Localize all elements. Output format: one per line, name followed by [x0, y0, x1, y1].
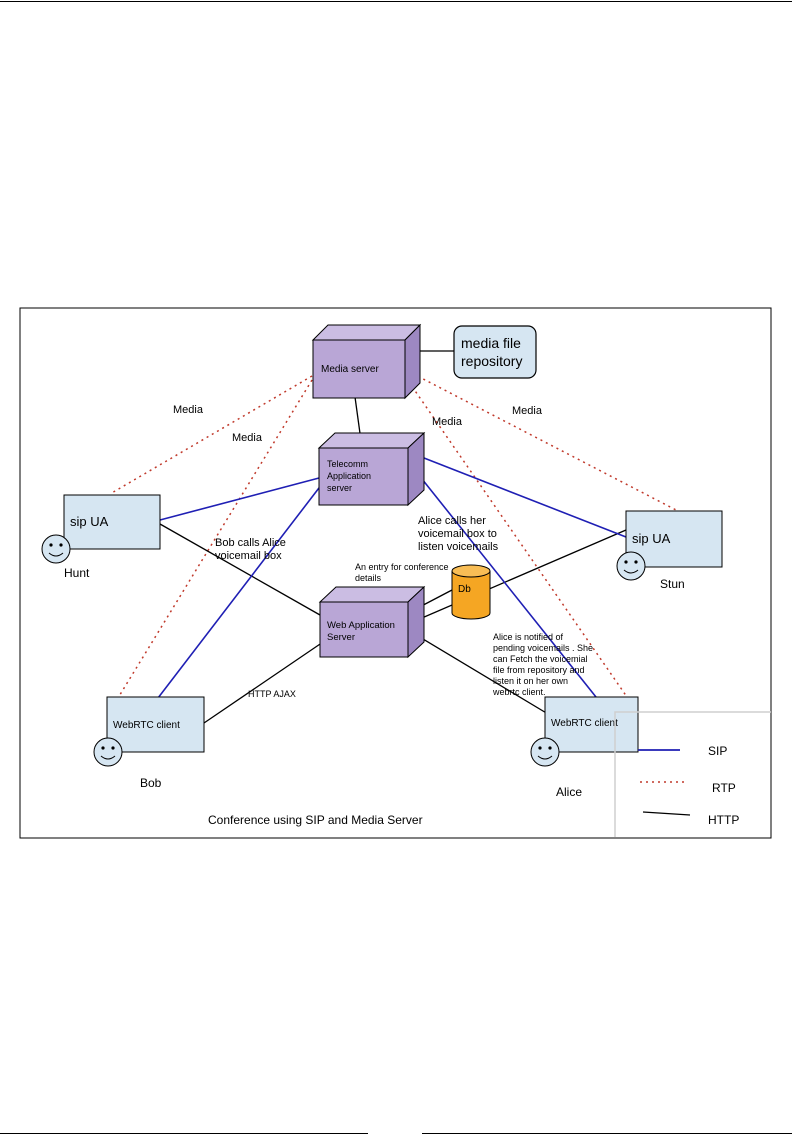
diagram-caption: Conference using SIP and Media Server: [208, 813, 423, 827]
legend: SIP RTP HTTP: [614, 711, 771, 837]
annotation-alice-calls-3: listen voicemails: [418, 541, 499, 553]
person-hunt: Hunt: [64, 566, 90, 580]
webrtc-left-node: WebRTC client: [106, 696, 205, 753]
webrtc-right-label: WebRTC client: [551, 718, 618, 729]
annotation-bob-calls-2: voicemail box: [215, 550, 282, 562]
media-server-label: Media server: [321, 364, 379, 375]
edge-label-media-4: Media: [512, 405, 543, 417]
http-link-stun-webapp: [407, 529, 627, 625]
sip-link-telecomm-stun: [423, 457, 627, 538]
telecomm-label-2: Application: [327, 471, 371, 481]
annotation-notified-4: file from repository and: [493, 665, 585, 675]
web-app-label-2: Server: [327, 632, 355, 643]
legend-http-label: HTTP: [708, 813, 739, 827]
diagram-frame: [19, 307, 772, 839]
sip-ua-left-node: sip UA: [63, 494, 161, 550]
footer-rule-left: [0, 1133, 368, 1134]
sip-ua-right-label: sip UA: [632, 531, 671, 546]
annotation-notified-5: listen it on her own: [493, 676, 568, 686]
web-app-label-1: Web Application: [327, 620, 395, 631]
footer-rule-right: [422, 1133, 792, 1134]
smiley-alice-icon: [530, 737, 560, 767]
person-stun: Stun: [660, 577, 685, 591]
http-link-hunt-webapp: [159, 523, 321, 616]
database-node: Db: [451, 564, 491, 620]
media-repository-node: media file repository: [453, 325, 537, 379]
edge-label-http-ajax: HTTP AJAX: [248, 689, 296, 699]
rtp-link-media-hunt: [109, 375, 313, 495]
http-link-alice-webapp: [407, 629, 559, 721]
web-app-server-node: Web Application Server: [318, 585, 426, 659]
edge-label-media-3: Media: [432, 416, 463, 428]
annotation-alice-calls-1: Alice calls her: [418, 515, 486, 527]
person-alice: Alice: [556, 785, 582, 799]
annotation-notified-2: pending voicemails . She: [493, 643, 593, 653]
sip-ua-left-label: sip UA: [70, 514, 109, 529]
legend-sip-label: SIP: [708, 744, 727, 758]
annotation-entry-2: details: [355, 573, 382, 583]
smiley-bob-icon: [93, 737, 123, 767]
smiley-stun-icon: [616, 551, 646, 581]
media-server-node: Media server: [311, 323, 422, 400]
edge-label-media-2: Media: [232, 432, 263, 444]
webrtc-right-node: WebRTC client: [544, 696, 639, 753]
media-repository-label-2: repository: [461, 353, 522, 369]
sip-links: [157, 457, 680, 751]
annotation-notified-3: can Fetch the voicemial: [493, 654, 588, 664]
telecomm-server-node: Telecomm Application server: [317, 431, 426, 507]
edge-label-media-1: Media: [173, 404, 204, 416]
person-bob: Bob: [140, 776, 162, 790]
legend-rtp-label: RTP: [712, 781, 736, 795]
sip-link-hunt-telecomm: [159, 477, 320, 521]
telecomm-label-1: Telecomm: [327, 459, 368, 469]
rtp-link-media-stun: [401, 367, 679, 512]
annotation-alice-calls-2: voicemail box to: [418, 528, 497, 540]
media-repository-label-1: media file: [461, 335, 521, 351]
http-link-bob-webapp: [203, 639, 327, 724]
database-label: Db: [458, 584, 471, 595]
rtp-link-media-bob: [117, 379, 313, 699]
annotation-notified-1: Alice is notified of: [493, 632, 564, 642]
telecomm-label-3: server: [327, 483, 352, 493]
sip-link-telecomm-alice: [417, 473, 597, 698]
rtp-links: [109, 367, 679, 699]
smiley-hunt-icon: [41, 534, 71, 564]
webrtc-left-label: WebRTC client: [113, 720, 180, 731]
annotation-notified-6: webrtc client.: [492, 687, 546, 697]
annotation-entry-1: An entry for conference: [355, 562, 449, 572]
sip-link-bob-telecomm: [157, 483, 323, 699]
top-rule: [0, 1, 792, 2]
annotation-bob-calls-1: Bob calls Alice: [215, 537, 286, 549]
legend-http-swatch: [642, 811, 691, 816]
